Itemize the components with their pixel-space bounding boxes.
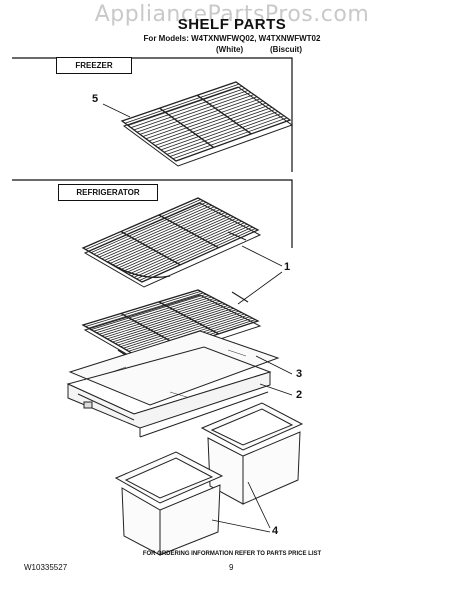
refrigerator-section-frame	[12, 179, 293, 248]
shelf-wire	[101, 299, 218, 337]
shelf-wire	[133, 225, 250, 278]
shelf-wire	[133, 90, 249, 131]
shelf-wire	[106, 210, 223, 263]
shelf-wire	[136, 92, 252, 133]
shelf-cross-bar	[159, 107, 215, 149]
shelf-wire	[88, 292, 204, 329]
callout-4: 4	[272, 525, 279, 537]
shelf-cross-bar	[120, 230, 181, 266]
callout-2: 2	[296, 389, 303, 401]
crisper-drawer-left	[114, 451, 224, 556]
shelf-cross-bar	[158, 214, 219, 249]
shelf-wire	[117, 307, 234, 346]
shelf-wire	[85, 291, 201, 327]
crisper-glass-cover	[68, 330, 280, 406]
shelf-wire	[139, 94, 255, 135]
shelf-wire	[131, 223, 248, 277]
shelf-wire	[128, 313, 245, 352]
shelf-wire	[117, 216, 234, 269]
shelf-wire	[115, 215, 231, 267]
shelf-wire	[154, 104, 270, 146]
shelf-wire	[115, 306, 231, 344]
shelf-wire	[125, 220, 242, 274]
shelf-wire	[96, 204, 212, 257]
shelf-wire	[85, 199, 201, 250]
shelf-cross-bar	[158, 301, 219, 335]
shelf-wire	[120, 217, 237, 271]
shelf-wire	[93, 295, 210, 332]
shelf-wire	[160, 109, 276, 151]
variant-biscuit: (Biscuit)	[270, 45, 302, 54]
shelf-wire	[90, 201, 207, 254]
shelf-wire	[98, 206, 215, 258]
shelf-wire	[96, 296, 212, 334]
shelf-cross-bar	[196, 94, 252, 135]
shelf-wire	[109, 303, 226, 341]
document-id: W10335527	[24, 563, 68, 572]
shelf-wire	[151, 102, 267, 144]
shelf-wire	[109, 212, 226, 264]
callout-5: 5	[92, 93, 99, 105]
shelf-wire	[107, 302, 223, 340]
models-line: For Models: W4TXNWFWQ02, W4TXNWFWT02	[143, 34, 321, 43]
shelf-wire	[130, 87, 246, 129]
shelf-wire	[169, 115, 285, 157]
shelf-wire	[123, 219, 240, 272]
shelf-wire	[93, 203, 210, 255]
shelf-wire	[128, 222, 245, 275]
shelf-wire	[98, 298, 215, 335]
refrigerator-section-label: REFRIGERATOR	[58, 184, 158, 201]
ordering-note: FOR ORDERING INFORMATION REFER TO PARTS …	[142, 551, 322, 557]
shelf-wire	[142, 96, 258, 137]
shelf-wire	[166, 113, 282, 155]
refrigerator-wire-shelf-upper	[81, 197, 262, 288]
shelf-wire	[139, 228, 256, 281]
shelf-wire	[112, 213, 229, 266]
callout-3: 3	[296, 368, 303, 380]
shelf-wire	[157, 106, 273, 149]
watermark-text: AppliancePartsPros.com	[94, 2, 370, 27]
shelf-wire	[101, 207, 218, 260]
shelf-wire	[88, 200, 204, 252]
shelf-wire	[123, 310, 240, 349]
crisper-drawer-right	[200, 402, 304, 505]
shelf-wire	[124, 83, 240, 124]
shelf-wire	[112, 305, 229, 343]
shelf-wire	[104, 300, 220, 338]
shelf-wire	[127, 85, 243, 126]
shelf-wire	[120, 309, 237, 348]
variant-white: (White)	[216, 45, 244, 54]
crisper-frame	[66, 346, 272, 438]
shelf-wire	[90, 293, 207, 331]
freezer-wire-shelf	[120, 81, 294, 167]
shelf-wire	[148, 100, 264, 142]
shelf-wire	[172, 117, 288, 160]
page-title: SHELF PARTS	[177, 16, 287, 33]
page-number: 9	[229, 563, 234, 572]
leader-lines	[102, 103, 293, 533]
shelf-wire	[145, 98, 261, 140]
freezer-section-label: FREEZER	[56, 57, 132, 74]
shelf-wire	[136, 226, 253, 280]
shelf-wire	[104, 209, 220, 261]
callout-1: 1	[284, 261, 291, 273]
shelf-wire	[163, 111, 279, 153]
shelf-wire	[125, 312, 242, 351]
